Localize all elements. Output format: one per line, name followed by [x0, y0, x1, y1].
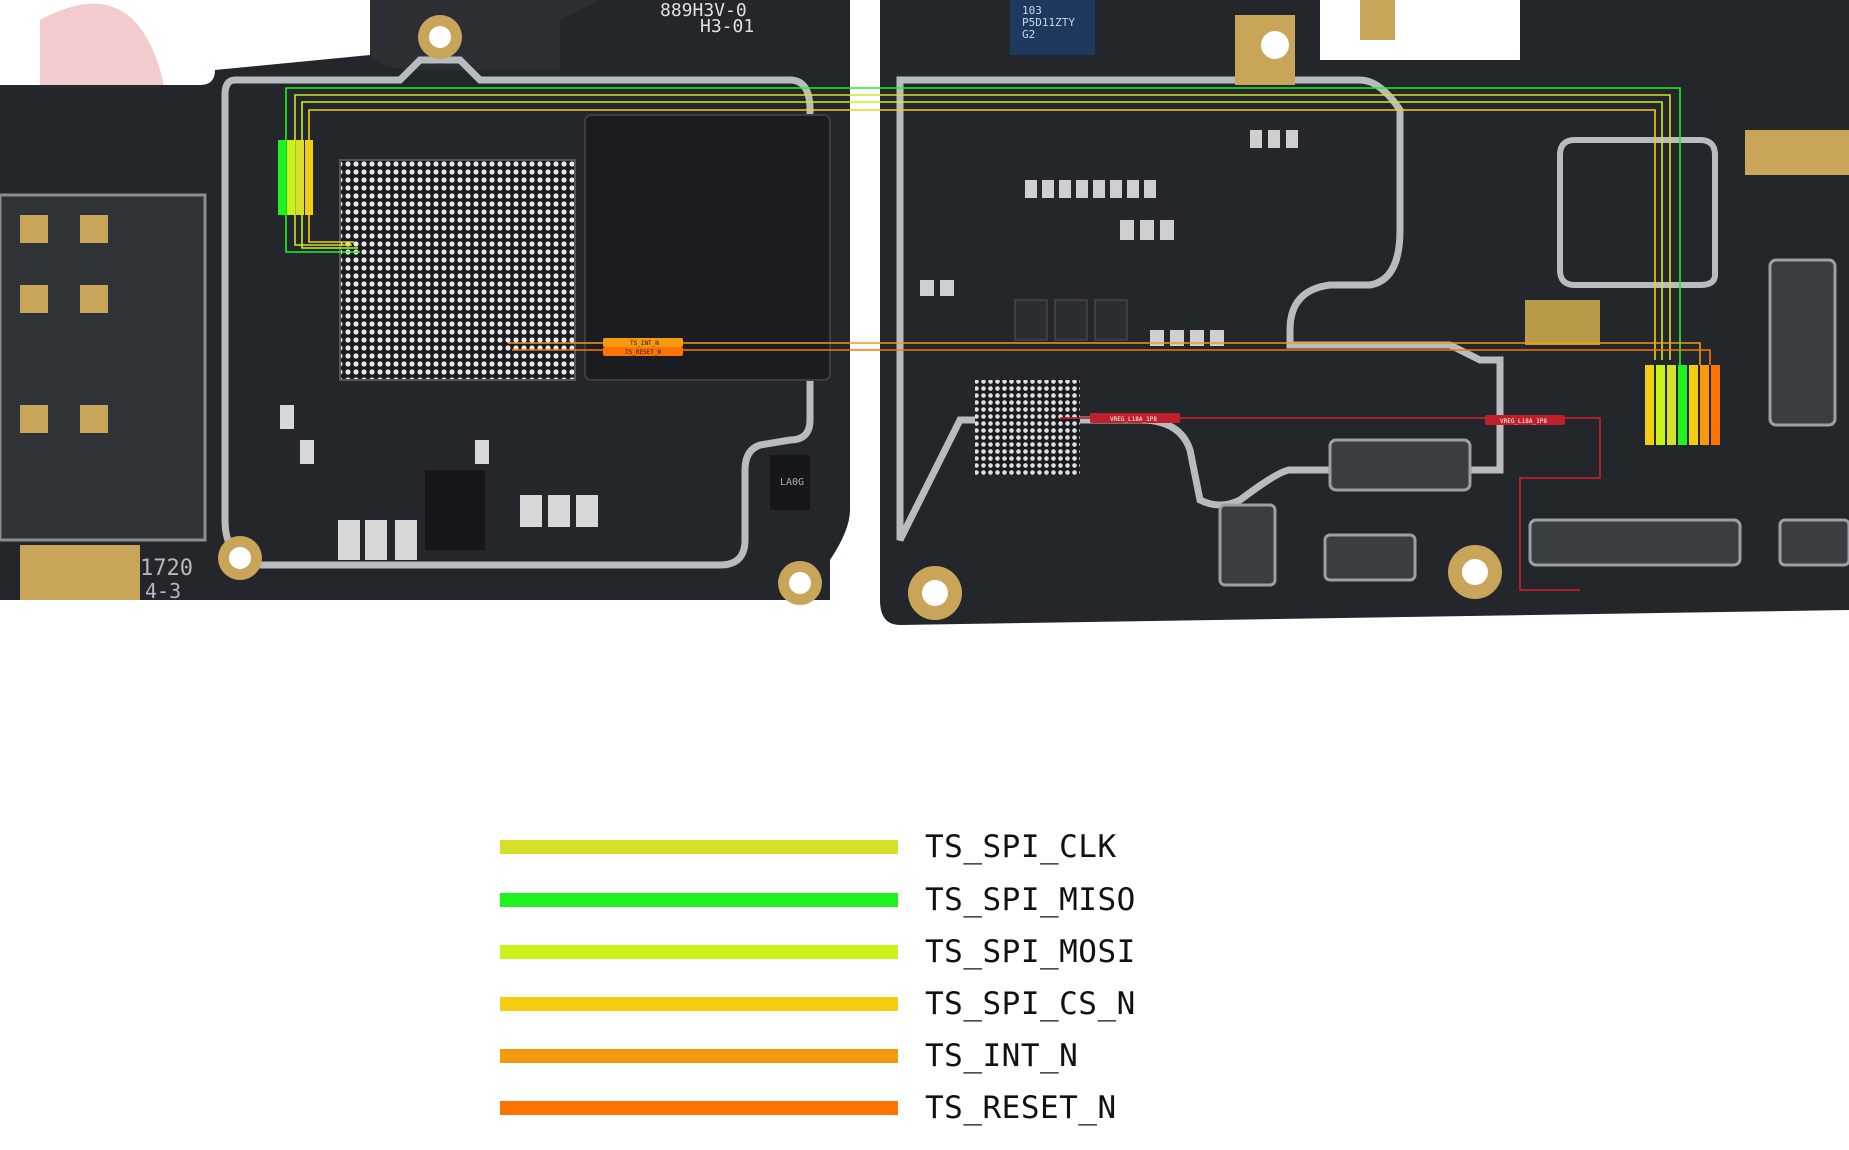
- connector-mid: [1328, 438, 1472, 492]
- connector-left: [1218, 503, 1277, 587]
- left-pad-column: [278, 140, 313, 215]
- pcb-board-diagram: LA0G 889H3V-0 H3-01 1720 4-3 103 P5D11ZT…: [0, 0, 1849, 625]
- svg-text:103: 103: [1022, 4, 1042, 17]
- legend-swatch: [500, 945, 898, 959]
- right-pad-column: [1645, 365, 1720, 445]
- legend-swatch: [500, 1049, 898, 1063]
- svg-text:TS_INT_N: TS_INT_N: [630, 340, 659, 347]
- legend-row-ts-spi-clk: TS_SPI_CLK: [500, 829, 1117, 865]
- trace-ts-spi-cs-n: [308, 109, 1656, 360]
- legend-row-ts-spi-miso: TS_SPI_MISO: [500, 882, 1136, 918]
- copper-pad-left: [20, 545, 140, 600]
- bga-small: [975, 380, 1080, 475]
- trace-ts-spi-miso: [285, 87, 1681, 365]
- legend-row-ts-reset-n: TS_RESET_N: [500, 1090, 1117, 1126]
- legend-label: TS_RESET_N: [925, 1090, 1117, 1126]
- svg-text:4-3: 4-3: [145, 579, 181, 603]
- legend-swatch: [500, 997, 898, 1011]
- svg-text:TS_RESET_N: TS_RESET_N: [625, 349, 662, 356]
- net-tag-vreg-2: VREG_L18A_1P8: [1485, 415, 1565, 425]
- legend-label: TS_SPI_MISO: [925, 882, 1136, 918]
- legend-swatch: [500, 1101, 898, 1115]
- legend-swatch: [500, 840, 898, 854]
- legend-label: TS_SPI_CLK: [925, 829, 1117, 865]
- signal-traces: [285, 87, 1711, 591]
- sim-tray: [0, 193, 207, 542]
- net-tag-ts-reset-n: TS_RESET_N: [603, 347, 683, 356]
- right-board: 103 P5D11ZTY G2: [870, 0, 1849, 625]
- legend-swatch: [500, 893, 898, 907]
- trace-ts-spi-mosi: [301, 101, 1663, 360]
- memory-chip: [584, 114, 831, 381]
- connector-right: [1768, 258, 1837, 427]
- legend-label: TS_INT_N: [925, 1038, 1079, 1074]
- trace-ts-reset-n: [512, 349, 1711, 365]
- connector-bottom: [1528, 518, 1742, 567]
- svg-text:H3-01: H3-01: [700, 16, 754, 37]
- legend-label: TS_SPI_CS_N: [925, 986, 1136, 1022]
- legend-row-ts-spi-mosi: TS_SPI_MOSI: [500, 934, 1136, 970]
- legend-row-ts-int-n: TS_INT_N: [500, 1038, 1079, 1074]
- legend-row-ts-spi-cs-n: TS_SPI_CS_N: [500, 986, 1136, 1022]
- top-ic: [1010, 0, 1095, 55]
- connector-corner: [1778, 518, 1849, 567]
- svg-text:1720: 1720: [140, 556, 193, 581]
- svg-text:LA0G: LA0G: [780, 477, 804, 488]
- trace-ts-spi-clk: [294, 94, 1671, 360]
- connector-low: [1323, 533, 1417, 582]
- net-tag-vreg-1: VREG_L18A_1P8: [1090, 413, 1180, 423]
- svg-text:889H3V-0: 889H3V-0: [660, 0, 747, 21]
- legend-label: TS_SPI_MOSI: [925, 934, 1136, 970]
- svg-text:G2: G2: [1022, 28, 1035, 41]
- net-tag-ts-int-n: TS_INT_N: [603, 338, 683, 347]
- svg-text:P5D11ZTY: P5D11ZTY: [1022, 16, 1075, 29]
- left-board: LA0G 889H3V-0 H3-01 1720 4-3: [0, 0, 850, 605]
- bga-soc: [339, 159, 576, 381]
- svg-text:VREG_L18A_1P8: VREG_L18A_1P8: [1500, 418, 1547, 425]
- svg-text:VREG_L18A_1P8: VREG_L18A_1P8: [1110, 416, 1157, 423]
- trace-ts-int-n: [508, 342, 1701, 365]
